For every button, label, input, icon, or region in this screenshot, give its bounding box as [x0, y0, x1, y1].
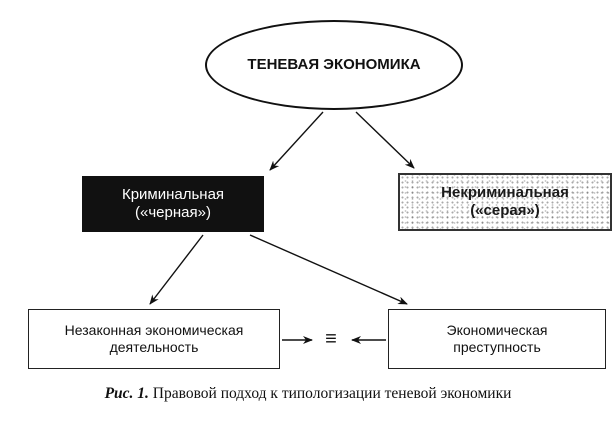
figure-caption: Рис. 1. Правовой подход к типологизации … — [0, 382, 616, 406]
node-economic-crime-line1: Экономическая — [446, 321, 548, 338]
caption-label: Рис. 1. — [104, 385, 149, 402]
node-illegal-activity-line2: деятельность — [109, 339, 199, 355]
arrow-root-to-noncriminal — [355, 111, 415, 169]
caption-text: Правовой подход к типологизации теневой … — [152, 385, 512, 402]
node-illegal-economic-activity: Незаконная экономическая деятельность — [28, 309, 280, 369]
node-economic-crime-line2: преступность — [453, 339, 541, 355]
node-criminal-black: Криминальная («черная») — [82, 176, 264, 232]
equivalence-symbol: ≡ — [325, 328, 337, 350]
node-shadow-economy-label: ТЕНЕВАЯ ЭКОНОМИКА — [247, 55, 421, 73]
node-noncriminal-gray: Некриминальная («серая») — [398, 173, 612, 231]
node-noncriminal-line1: Некриминальная — [441, 183, 569, 201]
arrow-root-to-criminal — [269, 111, 324, 171]
node-illegal-activity-line1: Незаконная экономическая — [64, 321, 244, 338]
node-criminal-line1: Криминальная — [121, 185, 225, 203]
node-shadow-economy: ТЕНЕВАЯ ЭКОНОМИКА — [205, 20, 463, 110]
node-noncriminal-line2: («серая») — [470, 202, 540, 219]
arrow-criminal-to-illegal-activity — [149, 234, 204, 305]
node-economic-crime: Экономическая преступность — [388, 309, 606, 369]
arrow-criminal-to-economic-crime — [249, 234, 408, 305]
node-criminal-line2: («черная») — [135, 204, 211, 221]
